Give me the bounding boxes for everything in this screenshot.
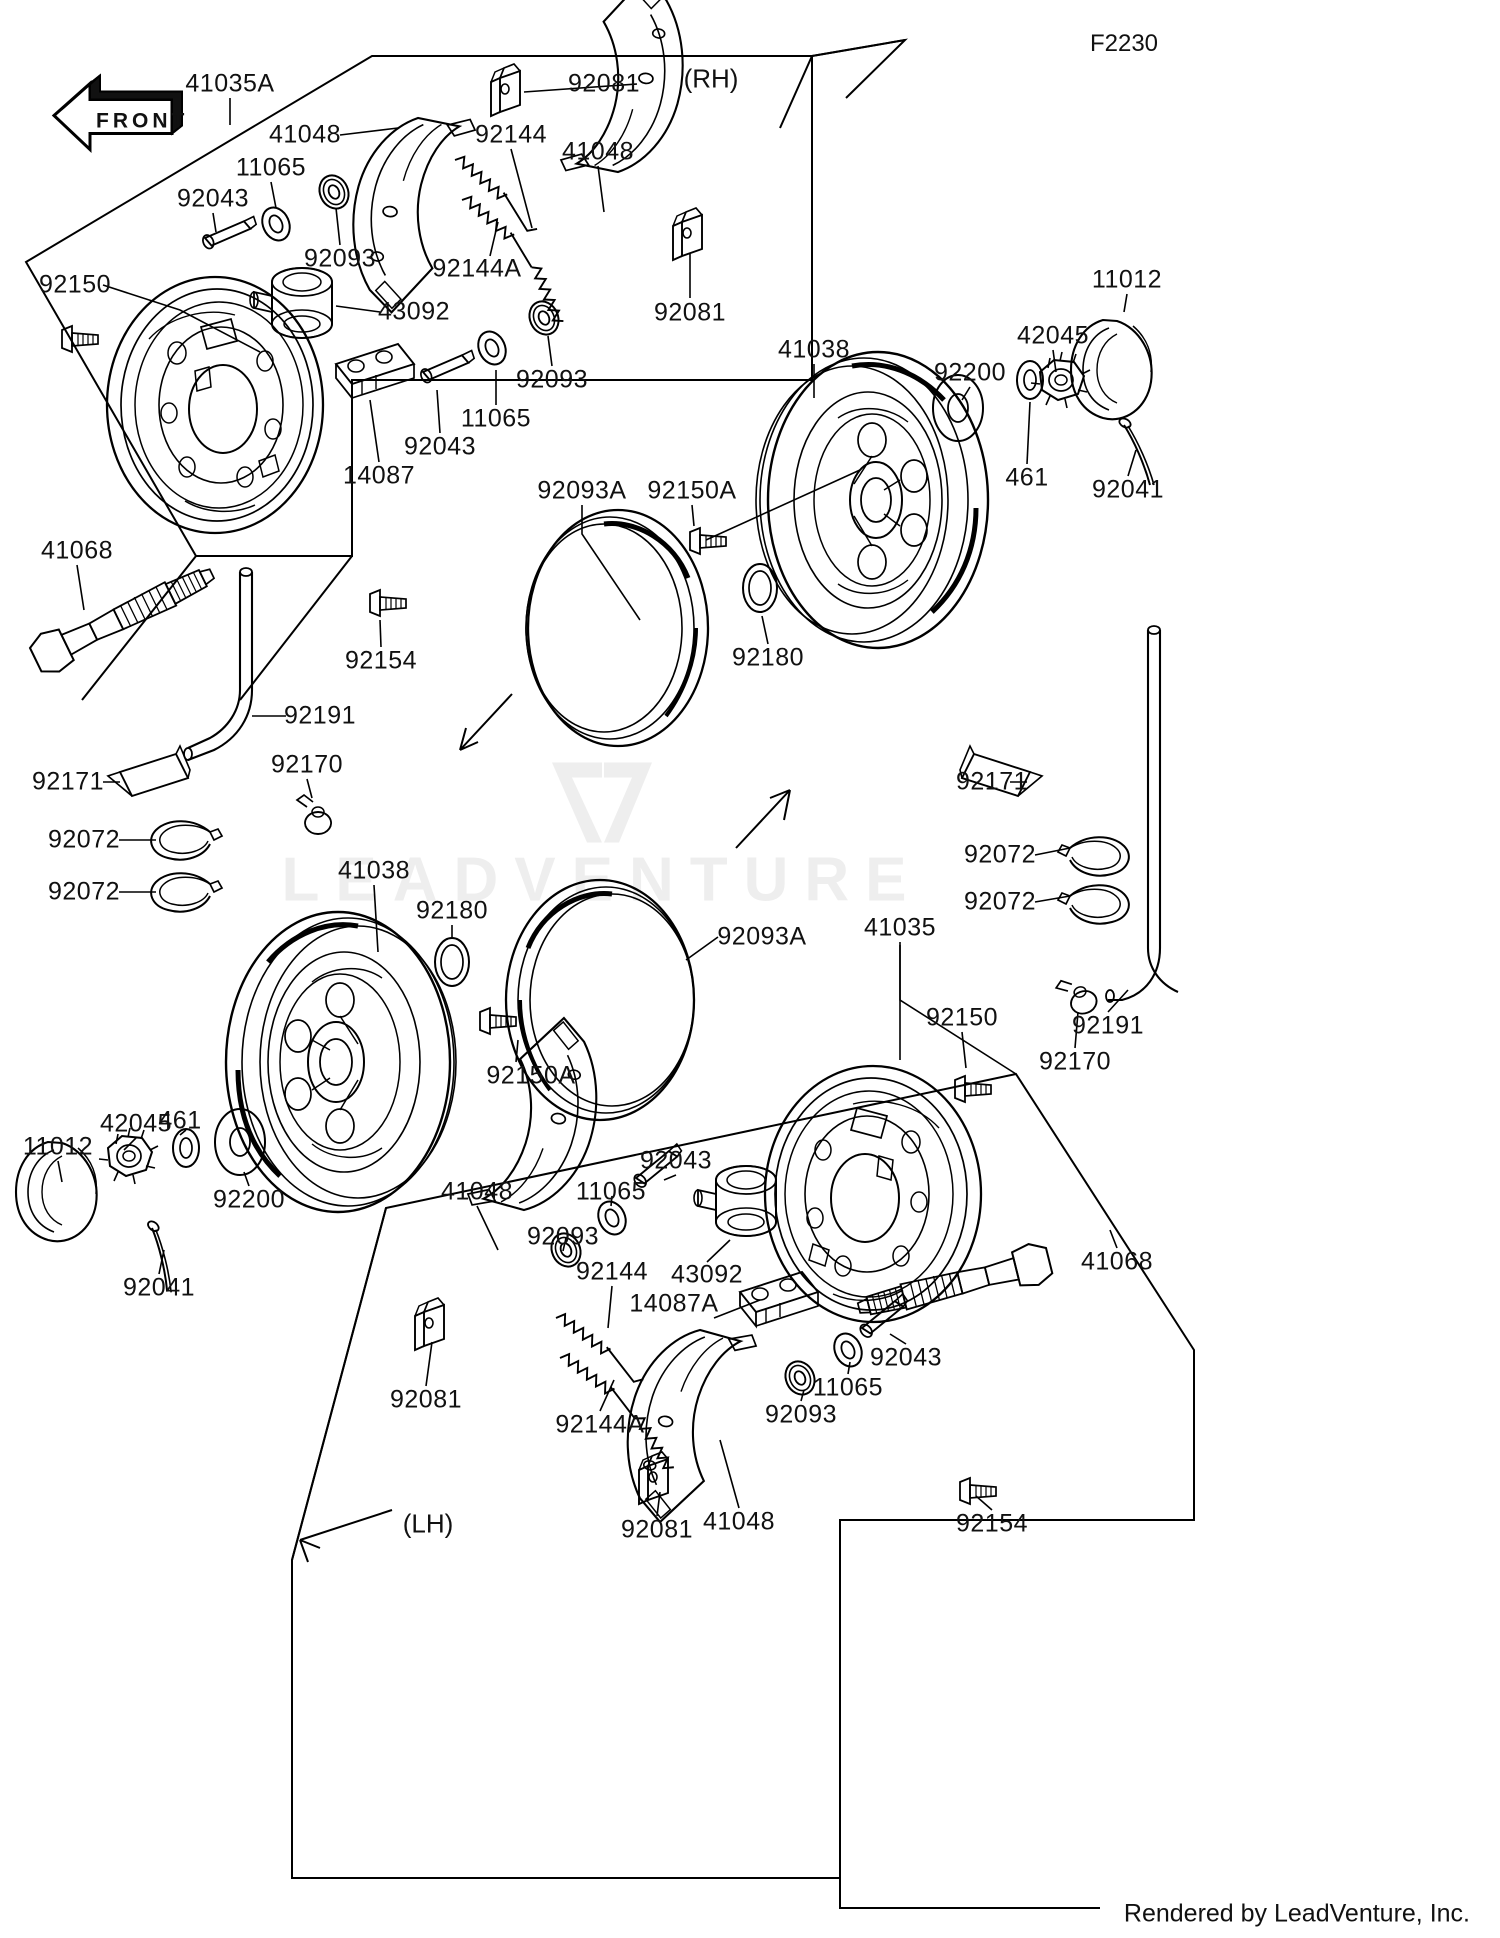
part-callout-92072[interactable]: 92072 (963, 840, 1037, 869)
part-callout-11065[interactable]: 11065 (575, 1177, 647, 1206)
part-callout-92093[interactable]: 92093 (515, 365, 589, 394)
part-callout-43092[interactable]: 43092 (670, 1260, 744, 1289)
part-callout-92043[interactable]: 92043 (403, 432, 477, 461)
part-callout-461[interactable]: 461 (1005, 463, 1049, 492)
svg-text:FRONT: FRONT (96, 110, 186, 133)
side-marker-lh: (LH) (402, 1508, 454, 1539)
part-callout-41035a[interactable]: 41035A (185, 69, 275, 98)
part-callout-92144a[interactable]: 92144A (555, 1410, 645, 1439)
part-callout-92154[interactable]: 92154 (955, 1509, 1029, 1538)
part-callout-41038[interactable]: 41038 (777, 335, 851, 364)
part-callout-92171[interactable]: 92171 (955, 767, 1029, 796)
part-callout-11065[interactable]: 11065 (235, 153, 307, 182)
part-callout-41048[interactable]: 41048 (561, 137, 635, 166)
part-callout-92144[interactable]: 92144 (474, 120, 548, 149)
part-callout-41048[interactable]: 41048 (440, 1177, 514, 1206)
part-callout-92150[interactable]: 92150 (925, 1003, 999, 1032)
part-callout-92093[interactable]: 92093 (526, 1222, 600, 1251)
render-credit: Rendered by LeadVenture, Inc. (1123, 1899, 1470, 1928)
part-callout-92191[interactable]: 92191 (1071, 1011, 1145, 1040)
part-callout-92093[interactable]: 92093 (764, 1400, 838, 1429)
part-callout-461[interactable]: 461 (158, 1106, 202, 1135)
part-callout-92081[interactable]: 92081 (567, 69, 641, 98)
part-callout-11065[interactable]: 11065 (812, 1373, 884, 1402)
part-callout-92081[interactable]: 92081 (620, 1515, 694, 1544)
part-callout-41068[interactable]: 41068 (1080, 1247, 1154, 1276)
part-callout-92144a[interactable]: 92144A (432, 254, 522, 283)
part-callout-92171[interactable]: 92171 (31, 767, 105, 796)
part-callout-43092[interactable]: 43092 (377, 297, 451, 326)
part-callout-92072[interactable]: 92072 (47, 825, 121, 854)
figure-code: F2230 (1089, 30, 1159, 57)
side-marker-rh: (RH) (683, 63, 739, 94)
part-callout-41048[interactable]: 41048 (702, 1507, 776, 1536)
part-callout-92144[interactable]: 92144 (575, 1257, 649, 1286)
part-callout-92150a[interactable]: 92150A (486, 1061, 576, 1090)
part-callout-11065[interactable]: 11065 (460, 404, 532, 433)
part-callout-92093a[interactable]: 92093A (537, 476, 627, 505)
part-callout-92150a[interactable]: 92150A (647, 476, 737, 505)
part-callout-92043[interactable]: 92043 (176, 184, 250, 213)
part-callout-92093[interactable]: 92093 (303, 244, 377, 273)
part-callout-92154[interactable]: 92154 (344, 646, 418, 675)
part-callout-11012[interactable]: 11012 (22, 1132, 94, 1161)
part-callout-92072[interactable]: 92072 (47, 877, 121, 906)
part-callout-41068[interactable]: 41068 (40, 536, 114, 565)
part-callout-41048[interactable]: 41048 (268, 120, 342, 149)
part-callout-92043[interactable]: 92043 (869, 1343, 943, 1372)
part-callout-92081[interactable]: 92081 (389, 1385, 463, 1414)
front-direction-arrow: FRONT (46, 72, 186, 173)
part-callout-92093a[interactable]: 92093A (717, 922, 807, 951)
part-callout-92170[interactable]: 92170 (1038, 1047, 1112, 1076)
part-callout-92150[interactable]: 92150 (38, 270, 112, 299)
part-callout-92041[interactable]: 92041 (1091, 475, 1165, 504)
part-callout-14087[interactable]: 14087 (342, 461, 416, 490)
part-callout-14087a[interactable]: 14087A (629, 1289, 719, 1318)
part-callout-92081[interactable]: 92081 (653, 298, 727, 327)
part-callout-92180[interactable]: 92180 (731, 643, 805, 672)
part-callout-42045[interactable]: 42045 (99, 1109, 173, 1138)
part-callout-92191[interactable]: 92191 (283, 701, 357, 730)
part-callout-42045[interactable]: 42045 (1016, 321, 1090, 350)
watermark-logo (542, 748, 662, 863)
part-callout-92072[interactable]: 92072 (963, 887, 1037, 916)
part-callout-92170[interactable]: 92170 (270, 750, 344, 779)
part-callout-92041[interactable]: 92041 (122, 1273, 196, 1302)
part-callout-11012[interactable]: 11012 (1091, 265, 1163, 294)
part-callout-92200[interactable]: 92200 (212, 1185, 286, 1214)
part-callout-41038[interactable]: 41038 (337, 856, 411, 885)
part-callout-92043[interactable]: 92043 (639, 1146, 713, 1175)
part-callout-92200[interactable]: 92200 (933, 358, 1007, 387)
part-callout-41035[interactable]: 41035 (863, 913, 937, 942)
part-callout-92180[interactable]: 92180 (415, 896, 489, 925)
